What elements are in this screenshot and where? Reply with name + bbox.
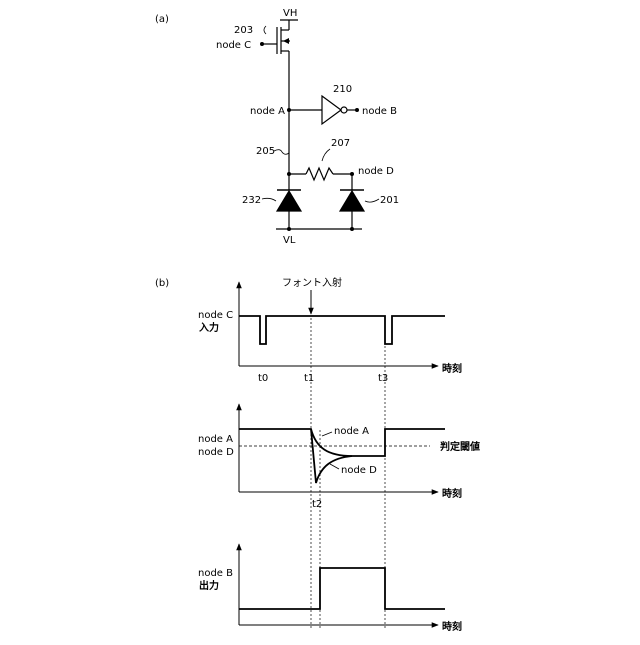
vh-label: VH	[283, 8, 297, 19]
plot1-ylabel-1: node C	[198, 310, 233, 321]
leader-201	[365, 199, 379, 202]
leader-232	[262, 198, 276, 201]
transistor-arrow-icon	[283, 38, 289, 44]
node-b-label: node B	[362, 106, 397, 117]
node-c-waveform	[239, 316, 445, 344]
node-a-label: node A	[250, 106, 285, 117]
panel-b-timing: (b) フォント入射 node C 入力 時刻 t0 t1 t3	[155, 277, 480, 633]
resistor-207	[306, 168, 333, 180]
plot1-time-label: 時刻	[442, 362, 462, 375]
ref-203: 203	[234, 25, 253, 36]
panel-a-circuit: (a) VH 203 node C 210 node A	[155, 8, 399, 246]
plot2-ylabel-1: node A	[198, 434, 233, 445]
vl-label: VL	[283, 235, 296, 246]
plot3-ylabel-2: 出力	[199, 579, 219, 592]
curve-node-d-label: node D	[341, 465, 377, 476]
leader-207	[322, 149, 330, 161]
node-b-terminal	[355, 108, 359, 112]
tick-t1: t1	[304, 373, 314, 384]
plot-node-c: node C 入力 時刻 t0 t1 t3	[198, 282, 462, 384]
panel-b-label: (b)	[155, 278, 169, 289]
plot2-ylabel-2: node D	[198, 447, 234, 458]
ref-201: 201	[380, 195, 399, 206]
leader-205	[274, 150, 289, 155]
plot1-ylabel-2: 入力	[199, 321, 219, 334]
photon-label: フォント入射	[282, 277, 342, 289]
ref-232: 232	[242, 195, 261, 206]
leader-node-d	[330, 464, 339, 469]
ref-210: 210	[333, 84, 352, 95]
plot-node-b: node B 出力 時刻	[198, 544, 462, 633]
leader-203	[264, 26, 266, 34]
inverter-210	[322, 96, 341, 124]
inverter-bubble	[341, 107, 347, 113]
tick-t2: t2	[312, 499, 322, 510]
node-d-label: node D	[358, 166, 394, 177]
transistor-203	[260, 20, 290, 58]
plot-node-a-d: node A node D 判定閾値 node A node D 時刻 t2	[198, 404, 480, 510]
node-c-label: node C	[216, 40, 251, 51]
ref-205: 205	[256, 146, 275, 157]
plot3-time-label: 時刻	[442, 620, 462, 633]
ref-207: 207	[331, 138, 350, 149]
plot3-ylabel-1: node B	[198, 568, 233, 579]
diode-232	[277, 191, 301, 211]
node-b-waveform	[239, 568, 445, 609]
threshold-label: 判定閾値	[440, 440, 480, 453]
plot2-time-label: 時刻	[442, 487, 462, 500]
node-c-terminal	[260, 42, 264, 46]
tick-t3: t3	[378, 373, 388, 384]
curve-node-a-label: node A	[334, 426, 369, 437]
leader-node-a	[322, 432, 332, 436]
tick-t0: t0	[258, 373, 268, 384]
panel-a-label: (a)	[155, 14, 169, 25]
diode-201	[340, 191, 364, 211]
